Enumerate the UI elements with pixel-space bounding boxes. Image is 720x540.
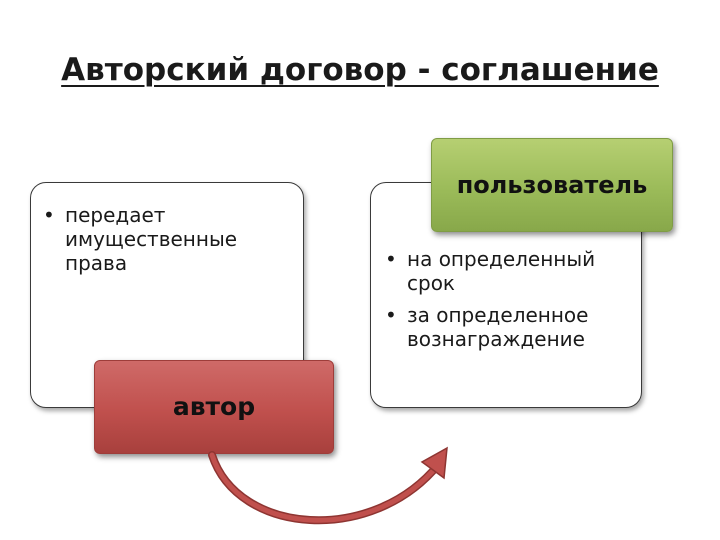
bullet-icon: • — [385, 303, 397, 327]
curved-arrow-shaft-fill — [209, 452, 441, 523]
author-bullet-list: • передает имущественные права — [37, 203, 287, 283]
user-bullet-text: на определенный срок — [407, 247, 596, 295]
curved-arrow-head — [420, 446, 448, 480]
author-bullet-text: передает имущественные права — [65, 203, 238, 275]
author-label-box: автор — [94, 360, 334, 454]
slide-title-text: Авторский договор - соглашение — [61, 52, 659, 88]
author-label: автор — [172, 392, 256, 421]
user-label: пользователь — [456, 171, 648, 199]
author-description-box: • передает имущественные права — [30, 182, 304, 408]
slide-title: Авторский договор - соглашение — [0, 52, 720, 88]
bullet-icon: • — [385, 247, 397, 271]
curved-arrow-shaft — [208, 451, 442, 525]
user-bullet-item: • на определенный срок — [379, 247, 639, 295]
user-bullet-text: за определенное вознаграждение — [407, 303, 589, 351]
author-bullet-item: • передает имущественные права — [37, 203, 287, 275]
user-label-box: пользователь — [431, 138, 673, 232]
user-bullet-item: • за определенное вознаграждение — [379, 303, 639, 351]
user-bullet-list: • на определенный срок • за определенное… — [379, 247, 639, 359]
bullet-icon: • — [43, 203, 55, 227]
